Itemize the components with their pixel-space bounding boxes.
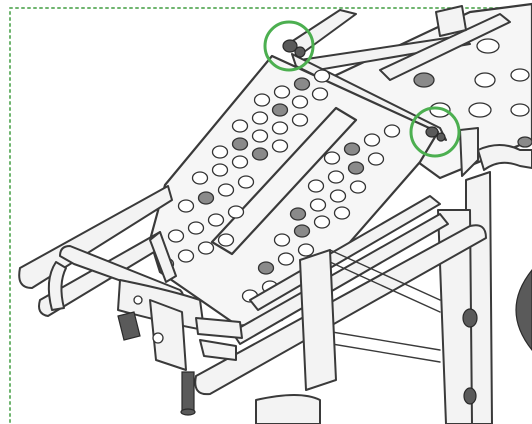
deck-hole: [257, 261, 275, 275]
deck-hole: [291, 113, 309, 127]
deck-hole: [253, 93, 271, 107]
deck-hole: [311, 87, 329, 101]
deck-hole: [237, 175, 255, 189]
deck-hole: [271, 103, 289, 117]
deck-hole: [231, 137, 249, 151]
deck-hole: [273, 233, 291, 247]
deck-hole: [217, 233, 235, 247]
deck-hole: [177, 249, 195, 263]
deck-hole: [211, 163, 229, 177]
deck-hole: [271, 139, 289, 153]
deck-hole: [231, 119, 249, 133]
upper-left-hinge-callout: [263, 20, 315, 72]
deck-hole: [333, 206, 351, 220]
deck-hole: [273, 85, 291, 99]
deck-hole: [307, 179, 325, 193]
wheel-edge: [515, 269, 532, 351]
deck-hole: [197, 191, 215, 205]
deck-hole: [343, 142, 361, 156]
deck-hole: [211, 145, 229, 159]
deck-hole: [329, 189, 347, 203]
deck-hole: [293, 224, 311, 238]
deck-hole: [363, 133, 381, 147]
deck-hole: [313, 215, 331, 229]
deck-hole: [323, 151, 341, 165]
right-post: [437, 127, 532, 424]
deck-hole: [293, 77, 311, 91]
deck-hole: [347, 161, 365, 175]
front-left-bracket: [47, 245, 243, 416]
deck-hole: [251, 129, 269, 143]
hinge-fittings: [282, 39, 446, 142]
deck-hole: [309, 198, 327, 212]
deck-hole: [251, 111, 269, 125]
deck-hole: [271, 121, 289, 135]
deck-hole: [177, 199, 195, 213]
front-bottom-rail: [194, 195, 487, 396]
under-braces: [255, 249, 441, 424]
deck-hole: [231, 155, 249, 169]
deck-hole: [313, 69, 331, 83]
deck-hole: [251, 147, 269, 161]
deck-hole: [327, 170, 345, 184]
deck-hole: [297, 243, 315, 257]
dotted-border: [9, 7, 532, 424]
deck-hole: [217, 183, 235, 197]
deck-hole: [227, 205, 245, 219]
right-hinge-callout: [409, 106, 461, 158]
deck-hole: [187, 221, 205, 235]
deck-hole: [289, 207, 307, 221]
deck-hole: [349, 180, 367, 194]
deck-hole: [277, 252, 295, 266]
deck-hole: [291, 95, 309, 109]
deck-hole: [383, 124, 401, 138]
deck-hole: [197, 241, 215, 255]
deck-hole: [367, 152, 385, 166]
deck-hole: [207, 213, 225, 227]
deck-hole: [191, 171, 209, 185]
deck-hole: [167, 229, 185, 243]
